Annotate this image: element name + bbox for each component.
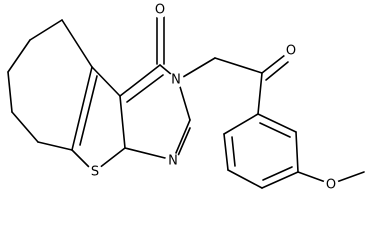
methoxy-oxygen-atom: O	[323, 177, 339, 193]
sulfur-atom-label: S	[91, 165, 99, 180]
ring-nitrogen-imine-label: N	[168, 154, 178, 169]
carbonyl-oxygen-ring-label: O	[155, 3, 165, 18]
carbonyl-oxygen-ring-atom: O	[152, 2, 168, 18]
methoxy-oxygen-label: O	[326, 178, 336, 193]
carbonyl-oxygen-ketone-atom: O	[283, 43, 299, 59]
bond-lines	[7, 13, 365, 189]
ring-nitrogen-substituted-label: N	[171, 73, 181, 88]
atom-labels: S N N O O O	[87, 2, 339, 193]
chemical-structure: S N N O O O	[7, 2, 365, 193]
carbonyl-oxygen-ketone-label: O	[286, 44, 296, 59]
ring-nitrogen-imine-atom: N	[165, 153, 181, 169]
ring-nitrogen-substituted-atom: N	[168, 72, 184, 88]
sulfur-atom: S	[87, 164, 103, 180]
